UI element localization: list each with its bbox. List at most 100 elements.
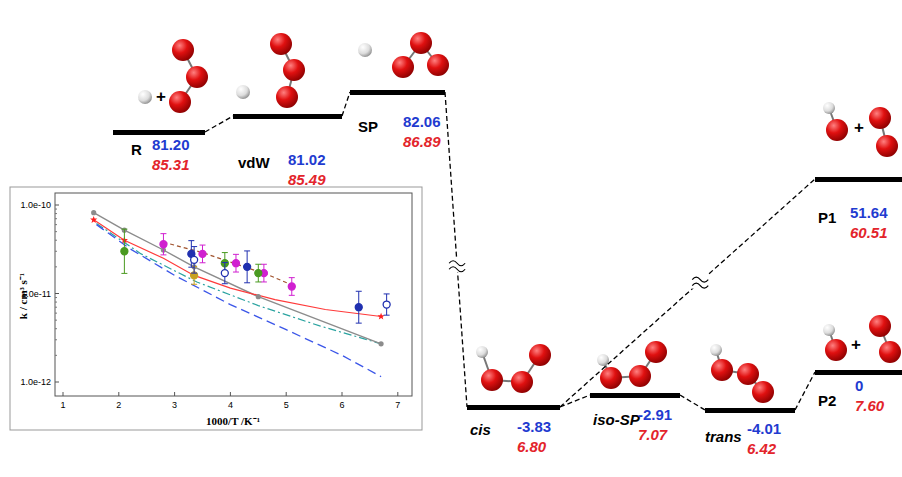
tick xyxy=(63,392,64,396)
tick xyxy=(55,205,59,206)
energy-level: P151.6460.51 xyxy=(815,177,902,244)
minor-tick xyxy=(55,251,57,252)
plus-sign: + xyxy=(156,87,166,107)
minor-tick xyxy=(55,213,57,214)
error-cap xyxy=(356,291,362,292)
error-cap xyxy=(289,295,295,296)
energy-value: -3.83 xyxy=(517,418,551,436)
hydrogen-atom xyxy=(236,85,250,99)
hydrogen-atom xyxy=(476,346,488,358)
oxygen-atom xyxy=(825,339,847,361)
minor-tick xyxy=(55,240,57,241)
oxygen-atom xyxy=(169,91,191,113)
tick-label: 4 xyxy=(228,400,233,410)
energy-value-alt: 6.42 xyxy=(747,440,776,458)
data-point xyxy=(121,248,128,255)
molecule xyxy=(138,39,208,113)
molecule xyxy=(358,32,449,78)
oxygen-atom xyxy=(427,54,449,76)
tick xyxy=(55,382,59,383)
oxygen-atom xyxy=(869,315,891,337)
axis-title: 1000/T /K⁻¹ xyxy=(206,413,260,428)
energy-value-alt: 7.60 xyxy=(855,397,884,415)
tick xyxy=(230,392,231,396)
oxygen-atom xyxy=(876,135,898,157)
error-cap xyxy=(191,284,197,285)
tick-label: 1.0e-10 xyxy=(20,200,51,210)
error-cap xyxy=(255,281,261,282)
connector-line xyxy=(560,395,590,407)
marker xyxy=(191,272,198,279)
break-mark xyxy=(449,267,465,272)
oxygen-atom xyxy=(529,344,551,366)
oxygen-atom xyxy=(186,66,208,88)
energy-level: P207.60 xyxy=(815,370,902,417)
energy-value: 0 xyxy=(855,377,863,395)
state-name: trans xyxy=(705,428,742,446)
energy-level: iso-SP-2.917.07 xyxy=(590,393,680,446)
error-cap xyxy=(233,254,239,255)
hydrogen-atom xyxy=(710,344,722,356)
oxygen-atom xyxy=(392,56,414,78)
dashed-connector xyxy=(680,395,705,410)
molecule xyxy=(597,341,667,389)
plus-sign: + xyxy=(854,118,864,138)
axis-title: k / cm³ s⁻¹ xyxy=(15,273,30,319)
error-cap xyxy=(121,273,127,274)
tick xyxy=(397,392,398,396)
connector-line xyxy=(342,92,350,116)
error-cap xyxy=(191,273,197,274)
marker xyxy=(256,294,261,299)
tick-label: 1.0e-12 xyxy=(20,377,51,387)
tick-label: 6 xyxy=(339,400,344,410)
data-point xyxy=(191,256,198,263)
error-cap xyxy=(356,323,362,324)
minor-tick xyxy=(55,313,57,314)
tick xyxy=(118,392,119,396)
energy-value-alt: 86.89 xyxy=(403,133,441,151)
minor-tick xyxy=(55,297,57,298)
oxygen-atom xyxy=(172,39,194,61)
tick xyxy=(342,392,343,396)
error-cap xyxy=(222,262,228,263)
data-point xyxy=(288,283,295,290)
error-cap xyxy=(188,240,194,241)
error-cap xyxy=(188,267,194,268)
energy-value-alt: 85.49 xyxy=(288,171,326,189)
data-point xyxy=(199,250,206,257)
minor-tick xyxy=(55,218,57,219)
oxygen-atom xyxy=(869,107,891,129)
tick xyxy=(55,293,59,294)
break-mark xyxy=(692,277,708,282)
break-patch xyxy=(691,275,709,289)
connector-line xyxy=(560,179,815,407)
oxygen-atom xyxy=(283,59,305,81)
marker xyxy=(91,210,96,215)
minor-tick xyxy=(55,224,57,225)
minor-tick xyxy=(55,320,57,321)
energy-value: 81.20 xyxy=(152,136,190,154)
oxygen-atom xyxy=(481,369,503,391)
energy-value: 82.06 xyxy=(403,113,441,131)
state-name: P1 xyxy=(818,209,836,227)
data-point xyxy=(160,241,167,248)
energy-level: vdW81.0285.49 xyxy=(233,114,342,191)
tick-label: 2 xyxy=(116,400,121,410)
curve xyxy=(94,213,381,344)
error-cap xyxy=(160,233,166,234)
error-cap xyxy=(121,229,127,230)
break-mark xyxy=(692,283,708,288)
energy-value: 51.64 xyxy=(850,204,888,222)
break-patch xyxy=(448,258,466,272)
energy-level: R81.2085.31 xyxy=(113,130,205,176)
oxygen-atom xyxy=(879,341,901,363)
oxygen-atom xyxy=(410,32,432,54)
error-cap xyxy=(244,282,250,283)
error-cap xyxy=(244,250,250,251)
energy-value-alt: 7.07 xyxy=(638,426,667,444)
tick-label: 5 xyxy=(284,400,289,410)
minor-tick xyxy=(55,307,57,308)
error-cap xyxy=(222,283,228,284)
